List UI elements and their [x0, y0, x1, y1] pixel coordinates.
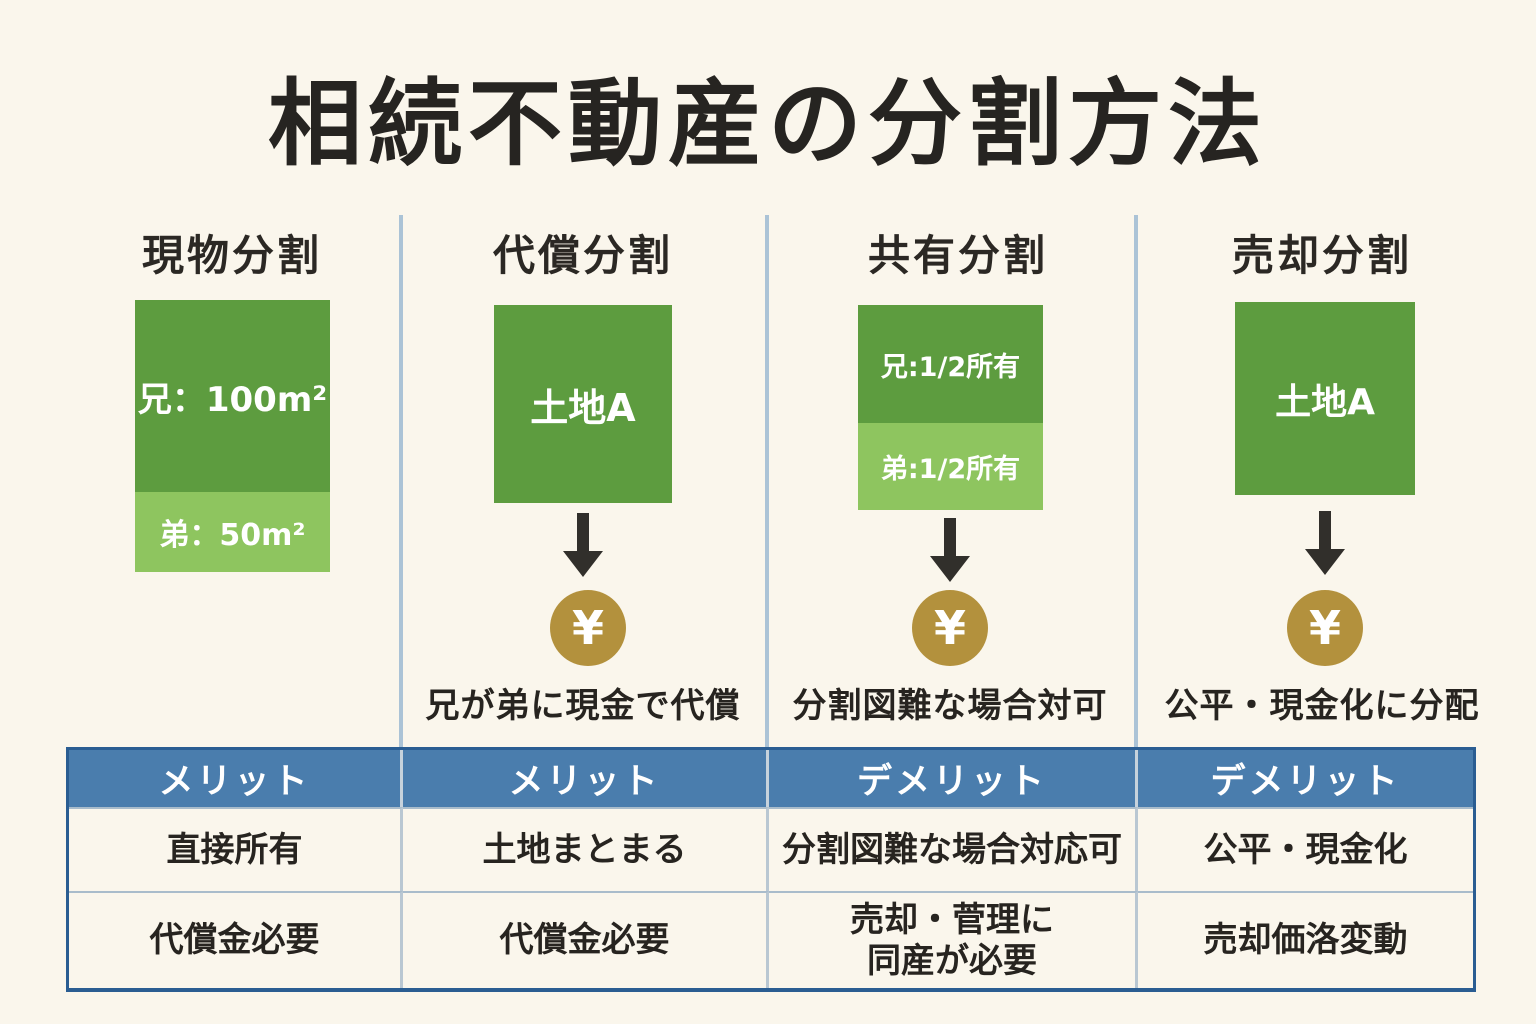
column-header-daisho: 代償分割	[492, 231, 673, 280]
table-header-merit-2: メリット	[403, 750, 769, 807]
land-segment-younger-brother: 弟：50m²	[135, 492, 330, 572]
column-header-baikyaku: 売却分割	[1231, 231, 1412, 280]
table-header-merit-1: メリット	[69, 750, 403, 807]
column-divider	[1134, 215, 1138, 748]
table-cell: 公平・現金化	[1138, 807, 1473, 891]
arrow-head	[563, 551, 603, 577]
arrow-head	[930, 556, 970, 582]
arrow-shaft	[944, 518, 956, 556]
yen-coin-icon: ¥	[912, 590, 988, 666]
land-box-sale: 土地A	[1235, 302, 1415, 495]
caption-co-ownership: 分割図難な場合対可	[792, 686, 1108, 726]
column-divider	[399, 215, 403, 748]
table-cell: 代償金必要	[69, 891, 403, 988]
land-segment-brother: 兄：100m²	[135, 300, 330, 492]
table-cell: 売却・菅理に 同産が必要	[769, 891, 1138, 988]
caption-compensation: 兄が弟に現金で代償	[425, 686, 741, 726]
down-arrow-icon	[563, 513, 603, 577]
arrow-shaft	[1319, 511, 1331, 549]
table-cell: 代償金必要	[403, 891, 769, 988]
arrow-head	[1305, 549, 1345, 575]
merit-demerit-table: メリット メリット デメリット デメリット 直接所有 土地まとまる 分割図難な場…	[66, 747, 1476, 992]
table-cell: 直接所有	[69, 807, 403, 891]
down-arrow-icon	[930, 518, 970, 582]
column-header-kyoyu: 共有分割	[867, 231, 1048, 280]
column-divider	[765, 215, 769, 748]
down-arrow-icon	[1305, 511, 1345, 575]
table-header-demerit-1: デメリット	[769, 750, 1138, 807]
land-box-physical-division: 兄：100m² 弟：50m²	[135, 300, 330, 572]
arrow-shaft	[577, 513, 589, 551]
caption-sale: 公平・現金化に分配	[1164, 686, 1480, 726]
land-box-co-ownership: 兄:1/2所有 弟:1/2所有	[858, 305, 1043, 510]
land-box-compensation: 土地A	[494, 305, 672, 503]
land-segment-younger-brother-half: 弟:1/2所有	[858, 423, 1043, 510]
table-cell: 分割図難な場合対応可	[769, 807, 1138, 891]
land-segment-brother-half: 兄:1/2所有	[858, 305, 1043, 423]
yen-coin-icon: ¥	[1287, 590, 1363, 666]
column-header-genbutsu: 現物分割	[141, 231, 322, 280]
table-cell: 土地まとまる	[403, 807, 769, 891]
table-cell: 売却価洛変動	[1138, 891, 1473, 988]
yen-coin-icon: ¥	[550, 590, 626, 666]
table-header-demerit-2: デメリット	[1138, 750, 1473, 807]
page-title: 相続不動産の分割方法	[267, 70, 1268, 179]
